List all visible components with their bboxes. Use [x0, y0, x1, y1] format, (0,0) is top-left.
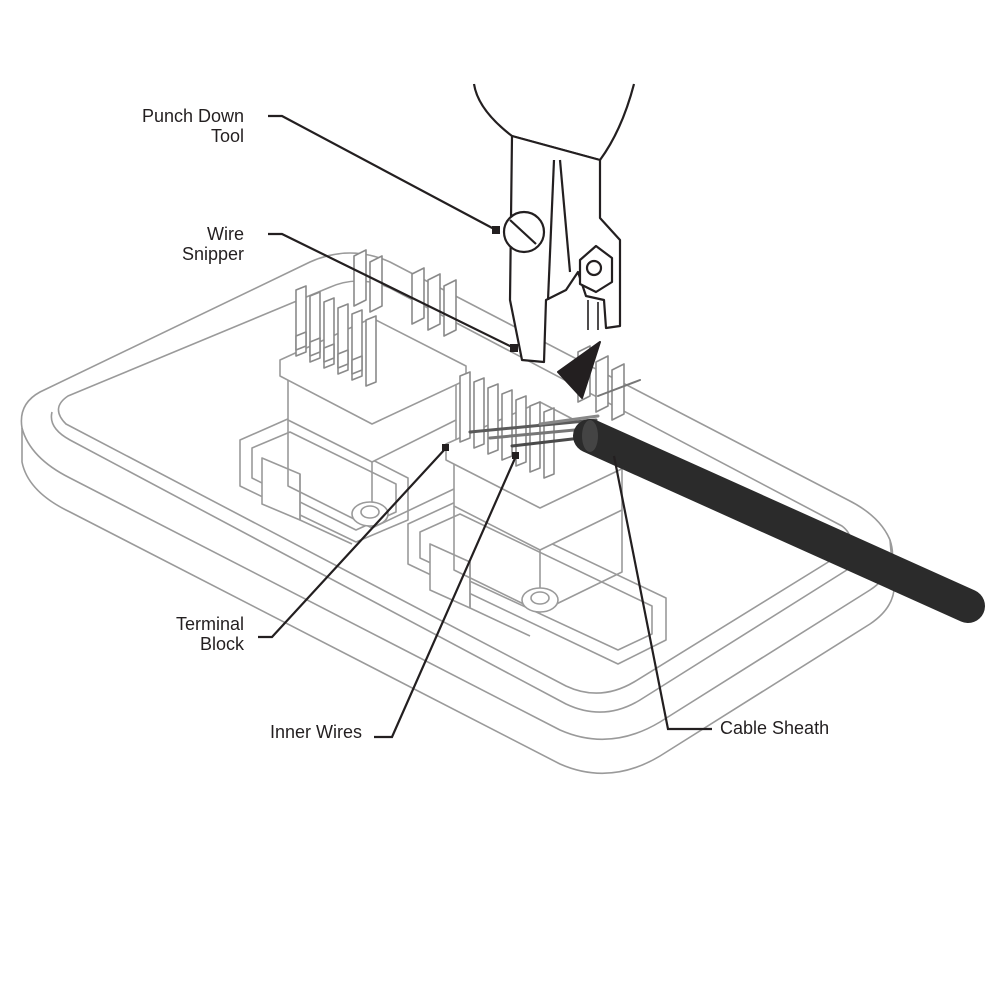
leader-lines — [258, 114, 712, 739]
marker-wire-snipper — [510, 344, 518, 352]
leader-punch-down-tool — [268, 114, 497, 231]
cable-sheath — [573, 419, 985, 623]
label-wire-snipper: Wire Snipper — [120, 224, 244, 264]
left-keystone-jack — [239, 249, 467, 545]
direction-arrow — [557, 341, 601, 399]
marker-terminal-block — [442, 444, 449, 451]
label-cable-sheath: Cable Sheath — [720, 718, 830, 738]
label-wire-snipper-line1: Wire — [207, 224, 244, 244]
label-punch-down-tool-line2: Tool — [210, 126, 244, 146]
marker-punch-down-tool — [492, 226, 500, 234]
label-wire-snipper-line2: Snipper — [181, 244, 244, 264]
label-terminal-block-line2: Block — [199, 634, 244, 654]
label-terminal-block: Terminal Block — [120, 614, 244, 654]
leader-markers — [442, 226, 519, 459]
label-terminal-block-line1: Terminal — [175, 614, 244, 634]
leader-cable-sheath — [612, 455, 712, 731]
leader-terminal-block — [258, 447, 447, 639]
leader-inner-wires — [374, 455, 518, 739]
label-inner-wires: Inner Wires — [269, 722, 362, 742]
label-punch-down-tool-line1: Punch Down — [141, 106, 244, 126]
marker-inner-wires — [512, 452, 519, 459]
leader-wire-snipper — [268, 232, 515, 349]
punch-down-tool — [472, 83, 636, 364]
label-punch-down-tool: Punch Down Tool — [100, 106, 244, 146]
